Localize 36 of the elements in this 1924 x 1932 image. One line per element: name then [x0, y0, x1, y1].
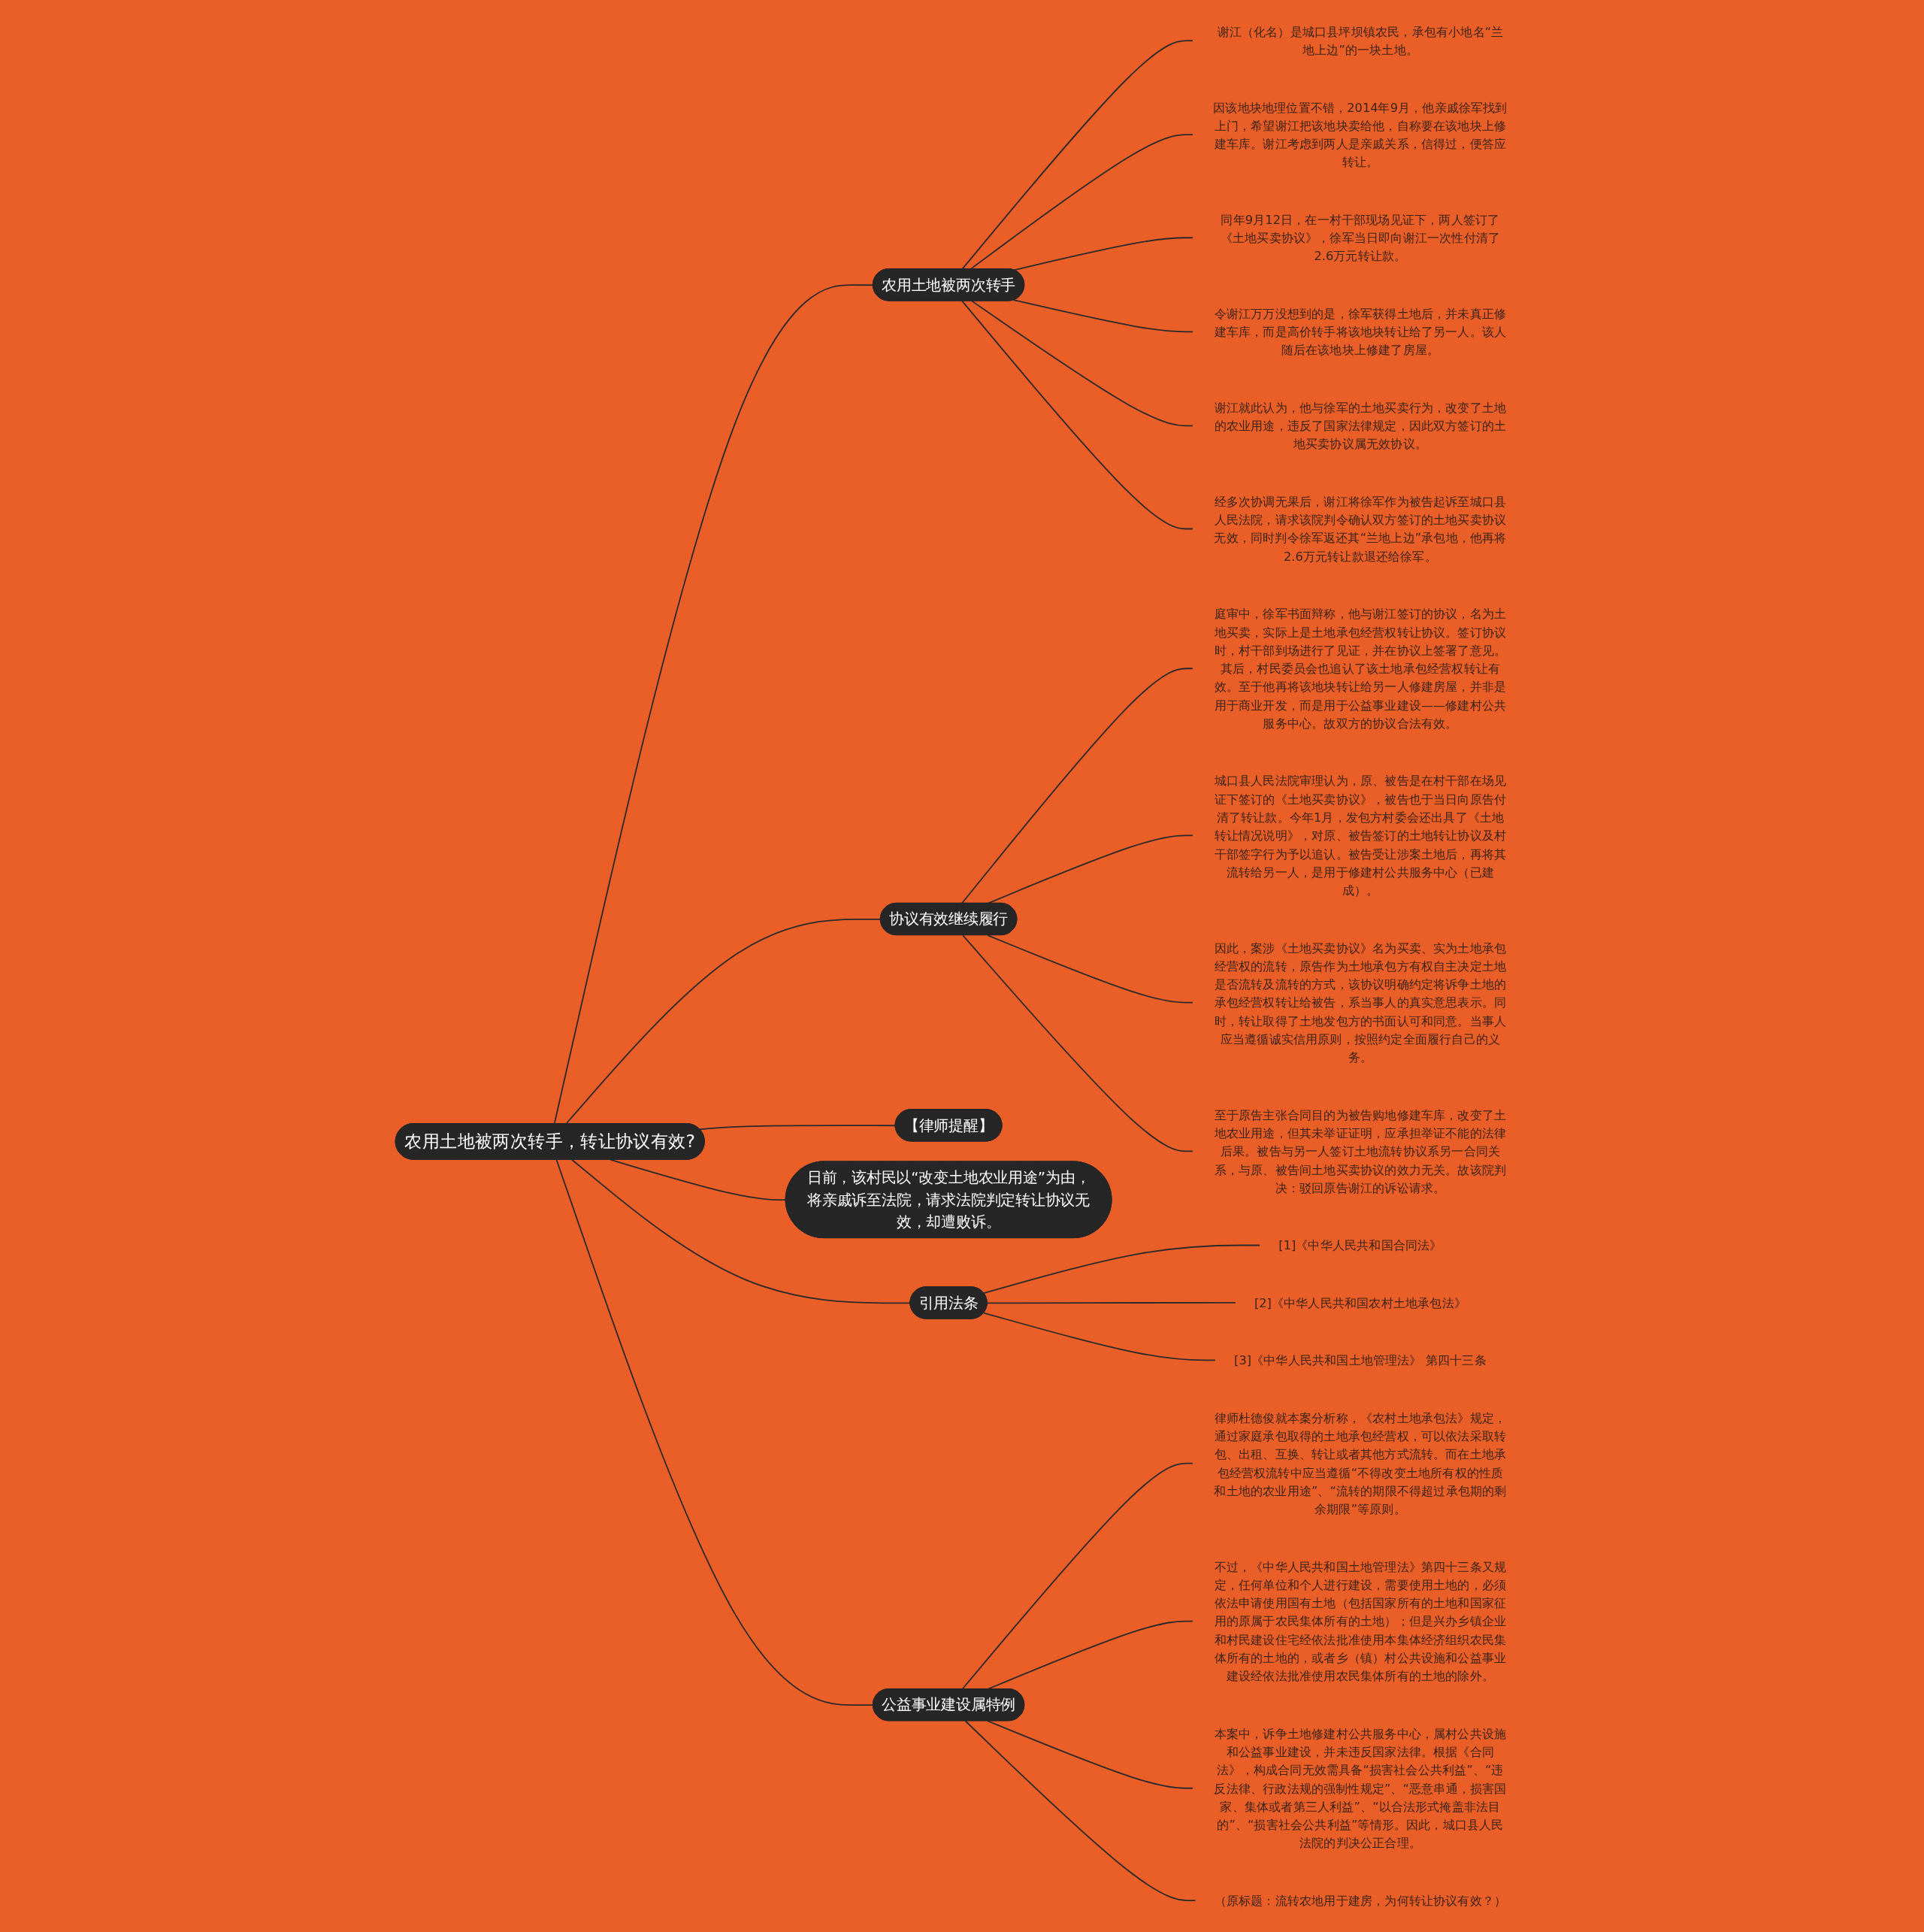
- connector: [983, 1312, 1217, 1361]
- connector: [987, 1720, 1194, 1789]
- connector: [699, 1125, 897, 1131]
- connector: [965, 1720, 1196, 1901]
- node-text: [2]《中华人民共和国农村土地承包法》: [1254, 1295, 1467, 1310]
- connector: [1013, 237, 1194, 271]
- node-text: 经多次协调无果后，谢江将徐军作为被告起诉至城口县人民法院，请求该院判令确认双方签订的土地买卖协议无效，同时判令徐军返还其“兰地上边”承包地，他再将2.6万元转让款退还给徐军。: [1214, 494, 1507, 564]
- connector: [961, 1462, 1194, 1690]
- connector: [987, 934, 1194, 1004]
- node-text: [1]《中华人民共和国合同法》: [1278, 1238, 1442, 1252]
- node-text: 城口县人民法院审理认为，原、被告是在村干部在场见证下签订的《土地买卖协议》，被告也于当日向原告付清了转让款。今年1月，发包方村委会还出具了《土地转让情况说明》，对原、被告签订的土地转让协议及村干部签字行为予以追认。被告受让涉案土地后，再将其流转给另一人，是用于修建村公共服务中心（已建成）。: [1215, 774, 1507, 898]
- connector: [961, 300, 1194, 530]
- connector: [961, 40, 1194, 270]
- connector: [961, 668, 1194, 904]
- connector: [610, 1158, 787, 1201]
- node-text: 因该地块地理位置不错，2014年9月，他亲戚徐军找到上门，希望谢江把该地块卖给他，自称要在该地块上修建车库。谢江考虑到两人是亲戚关系，信得过，便答应转让。: [1213, 100, 1508, 169]
- connector: [987, 834, 1194, 904]
- node-text: （原标题：流转农地用于建房，为何转让协议有效？）: [1215, 1893, 1507, 1908]
- connector: [571, 1158, 912, 1304]
- node-text: 谢江就此认为，他与徐军的土地买卖行为，改变了土地的农业用途，违反了国家法律规定，因此双方签订的土地买卖协议属无效协议。: [1215, 400, 1507, 452]
- node-text: 至于原告主张合同目的为被告购地修建车库，改变了土地农业用途，但其未举证证明，应承担举证不能的法律后果。被告与另一人签订土地流转协议系另一合同关系，与原、被告间土地买卖协议的效力无关。故该院判决：驳回原告谢江的诉讼请求。: [1215, 1107, 1507, 1195]
- node-text: 同年9月12日，在一村干部现场见证下，两人签订了《土地买卖协议》，徐军当日即向谢江一次性付清了2.6万元转让款。: [1221, 212, 1501, 263]
- node-text: 庭审中，徐军书面辩称，他与谢江签订的协议，名为土地买卖，实际上是土地承包经营权转让协议。签订协议时，村干部到场进行了见证，并在协议上签署了意见。其后，村民委员会也追认了该土地承包经营权转让有效。至于他再将该地块转让给另一人修建房屋，并非是用于商业开发，而是用于公益事业建设——修建村公共服务中心。故双方的协议合法有效。: [1215, 606, 1507, 731]
- node-text: 律师杜德俊就本案分析称，《农村土地承包法》规定，通过家庭承包取得的土地承包经营权，可以依法采取转包、出租、互换、转让或者其他方式流转。而在土地承包经营权流转中应当遵循“不得改变土地所有权的性质和土地的农业用途”、“流转的期限不得超过承包期的剩余期限”等原则。: [1214, 1410, 1507, 1516]
- node-text: 因此，案涉《土地买卖协议》名为买卖、实为土地承包经营权的流转，原告作为土地承包方有权自主决定土地是否流转及流转的方式，该协议明确约定将诉争土地的承包经营权转让给被告，系当事人的真实意思表示。同时，转让取得了土地发包方的书面认可和同意。当事人应当遵循诚实信用原则，按照约定全面履行自己的义务。: [1215, 940, 1507, 1064]
- connector: [983, 1244, 1261, 1295]
- node-text: [3]《中华人民共和国土地管理法》 第四十三条: [1234, 1352, 1487, 1367]
- node-text: 令谢江万万没想到的是，徐军获得土地后，并未真正修建车库，而是高价转手将该地块转让给了另一人。该人随后在该地块上修建了房屋。: [1215, 306, 1507, 358]
- connector: [1013, 299, 1194, 333]
- node-text: 本案中，诉争土地修建村公共服务中心，属村公共设施和公益事业建设，并未违反国家法律。根据《合同法》，构成合同无效需具备“损害社会公共利益”、“违反法律、行政法规的强制性规定”、“恶意串通，损害国家、集体或者第三人利益”、“以合法形式掩盖非法目的”、“损害社会公共利益”等情形。因此，城口县人民法院的判决公正合理。: [1214, 1726, 1507, 1851]
- node-text: 不过，《中华人民共和国土地管理法》第四十三条又规定，任何单位和个人进行建设，需要使用土地的，必须依法申请使用国有土地（包括国家所有的土地和国家征用的原属于农民集体所有的土地）；但是兴办乡镇企业和村民建设住宅经依法批准使用本集体经济组织农民集体所有的土地的，或者乡（镇）村公共设施和公益事业建设经依法批准使用农民集体所有的土地的除外。: [1215, 1559, 1507, 1683]
- connector: [962, 934, 1194, 1152]
- connector: [987, 1302, 1237, 1304]
- connector: [971, 300, 1194, 427]
- connector: [970, 134, 1194, 270]
- node-text: 谢江（化名）是城口县坪坝镇农民，承包有小地名“兰地上边”的一块土地。: [1217, 24, 1504, 57]
